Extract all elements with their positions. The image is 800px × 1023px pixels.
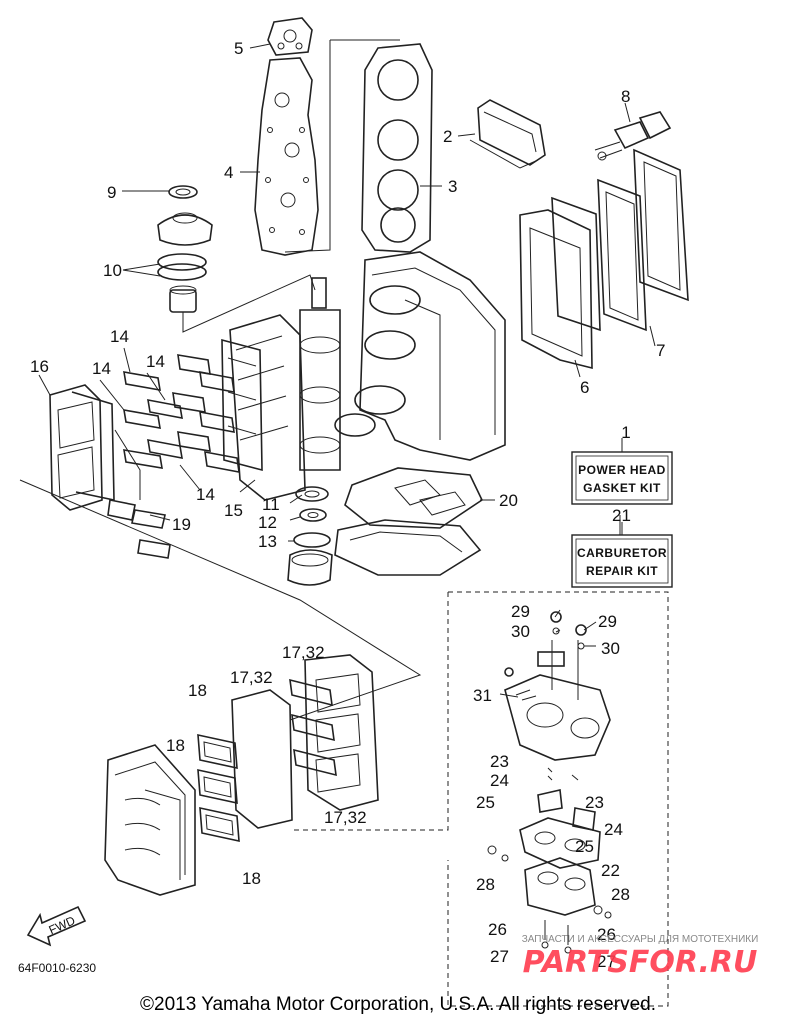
- part-16-plate: [49, 384, 115, 511]
- power-head-kit-line2: GASKET KIT: [583, 481, 661, 495]
- part-19-gaskets: [107, 429, 171, 559]
- callout-27b: 27: [597, 952, 616, 971]
- callout-26b: 26: [597, 925, 616, 944]
- callout-30a: 30: [511, 622, 530, 641]
- carburetor-kit-line2: REPAIR KIT: [586, 564, 658, 578]
- callout-18a: 18: [188, 681, 207, 700]
- callout-5: 5: [234, 39, 243, 58]
- power-head-kit-line1: POWER HEAD: [578, 463, 666, 477]
- carb-small-parts: [504, 611, 587, 781]
- part-2-cover: [469, 99, 546, 169]
- callout-26a: 26: [488, 920, 507, 939]
- callout-27a: 27: [490, 947, 509, 966]
- carburetor-kit-box: CARBURETOR REPAIR KIT: [571, 534, 673, 588]
- callout-21: 21: [612, 506, 631, 525]
- callout-23a: 23: [490, 752, 509, 771]
- carburetor-frame: [447, 591, 669, 1007]
- part-18-gaskets: [197, 733, 240, 843]
- callout-23b: 23: [585, 793, 604, 812]
- fwd-arrow: FWD: [26, 905, 87, 947]
- callout-20: 20: [499, 491, 518, 510]
- diagram-code: 64F0010-6230: [18, 961, 96, 975]
- lower-case: [334, 519, 482, 576]
- part-3-head-gasket: [361, 43, 433, 253]
- part-11-seal: [295, 486, 329, 502]
- callout-29b: 29: [598, 612, 617, 631]
- part-14-reeds: [123, 354, 240, 473]
- callout-9: 9: [107, 183, 116, 202]
- callout-12: 12: [258, 513, 277, 532]
- part-4-gasket: [254, 57, 319, 256]
- callout-18c: 18: [242, 869, 261, 888]
- callout-2: 2: [443, 127, 452, 146]
- float-chamber-parts: [487, 789, 612, 954]
- callout-labels: 1 2 3 4 5 6 7 8 9 10 11 12 13 14 14 14 1…: [30, 39, 665, 971]
- carburetor-kit-line1: CARBURETOR: [577, 546, 667, 560]
- part-9-seal: [168, 185, 198, 199]
- bottom-housing: [287, 549, 333, 586]
- callout-24b: 24: [604, 820, 623, 839]
- callout-11: 11: [262, 495, 280, 514]
- callout-13: 13: [258, 532, 277, 551]
- callout-10: 10: [103, 261, 122, 280]
- callout-22: 22: [601, 861, 620, 880]
- crankcase: [229, 314, 306, 501]
- part-15-gasket: [221, 338, 263, 472]
- part-bearing: [169, 285, 197, 313]
- callout-19: 19: [172, 515, 191, 534]
- power-head-block: [334, 251, 506, 461]
- callout-15: 15: [224, 501, 243, 520]
- callout-8: 8: [621, 87, 630, 106]
- callout-24a: 24: [490, 771, 509, 790]
- crankshaft: [299, 277, 341, 471]
- power-head-kit-box: POWER HEAD GASKET KIT: [571, 451, 673, 505]
- part-5-plate: [267, 17, 313, 56]
- part-17-gaskets: [231, 654, 379, 829]
- callout-17b: 17,32: [230, 668, 273, 687]
- callout-14a: 14: [110, 327, 129, 346]
- silencer-box: [104, 744, 196, 896]
- callout-6: 6: [580, 378, 589, 397]
- part-8-fitting: [594, 111, 672, 161]
- callout-18b: 18: [166, 736, 185, 755]
- fwd-label: FWD: [47, 913, 78, 937]
- callout-3: 3: [448, 177, 457, 196]
- callout-29a: 29: [511, 602, 530, 621]
- callout-14b: 14: [146, 352, 165, 371]
- callout-16: 16: [30, 357, 49, 376]
- part-20-gasket: [344, 467, 484, 529]
- callout-14d: 14: [196, 485, 215, 504]
- watermark-logo: PARTSFOR.RU: [523, 945, 758, 980]
- callout-17c: 17,32: [324, 808, 367, 827]
- callout-28a: 28: [476, 875, 495, 894]
- callout-14c: 14: [92, 359, 111, 378]
- callout-28b: 28: [611, 885, 630, 904]
- part-13-ring: [293, 532, 331, 548]
- part-housing: [157, 212, 213, 246]
- callout-7: 7: [656, 341, 665, 360]
- part-12-seal: [299, 508, 327, 522]
- callout-25b: 25: [575, 837, 594, 856]
- callout-30b: 30: [601, 639, 620, 658]
- callout-25a: 25: [476, 793, 495, 812]
- copyright-notice: ©2013 Yamaha Motor Corporation, U.S.A. A…: [140, 994, 656, 1015]
- carburetor-body-top: [504, 640, 611, 761]
- callout-31: 31: [473, 686, 492, 705]
- part-10-rings: [157, 253, 207, 281]
- callout-1: 1: [621, 423, 630, 442]
- callout-17a: 17,32: [282, 643, 325, 662]
- callout-4: 4: [224, 163, 233, 182]
- part-7-cover: [597, 148, 689, 332]
- part-6-gasket: [519, 196, 601, 370]
- watermark-subtitle: ЗАПЧАСТИ И АКСЕССУАРЫ ДЛЯ МОТОТЕХНИКИ: [522, 934, 759, 945]
